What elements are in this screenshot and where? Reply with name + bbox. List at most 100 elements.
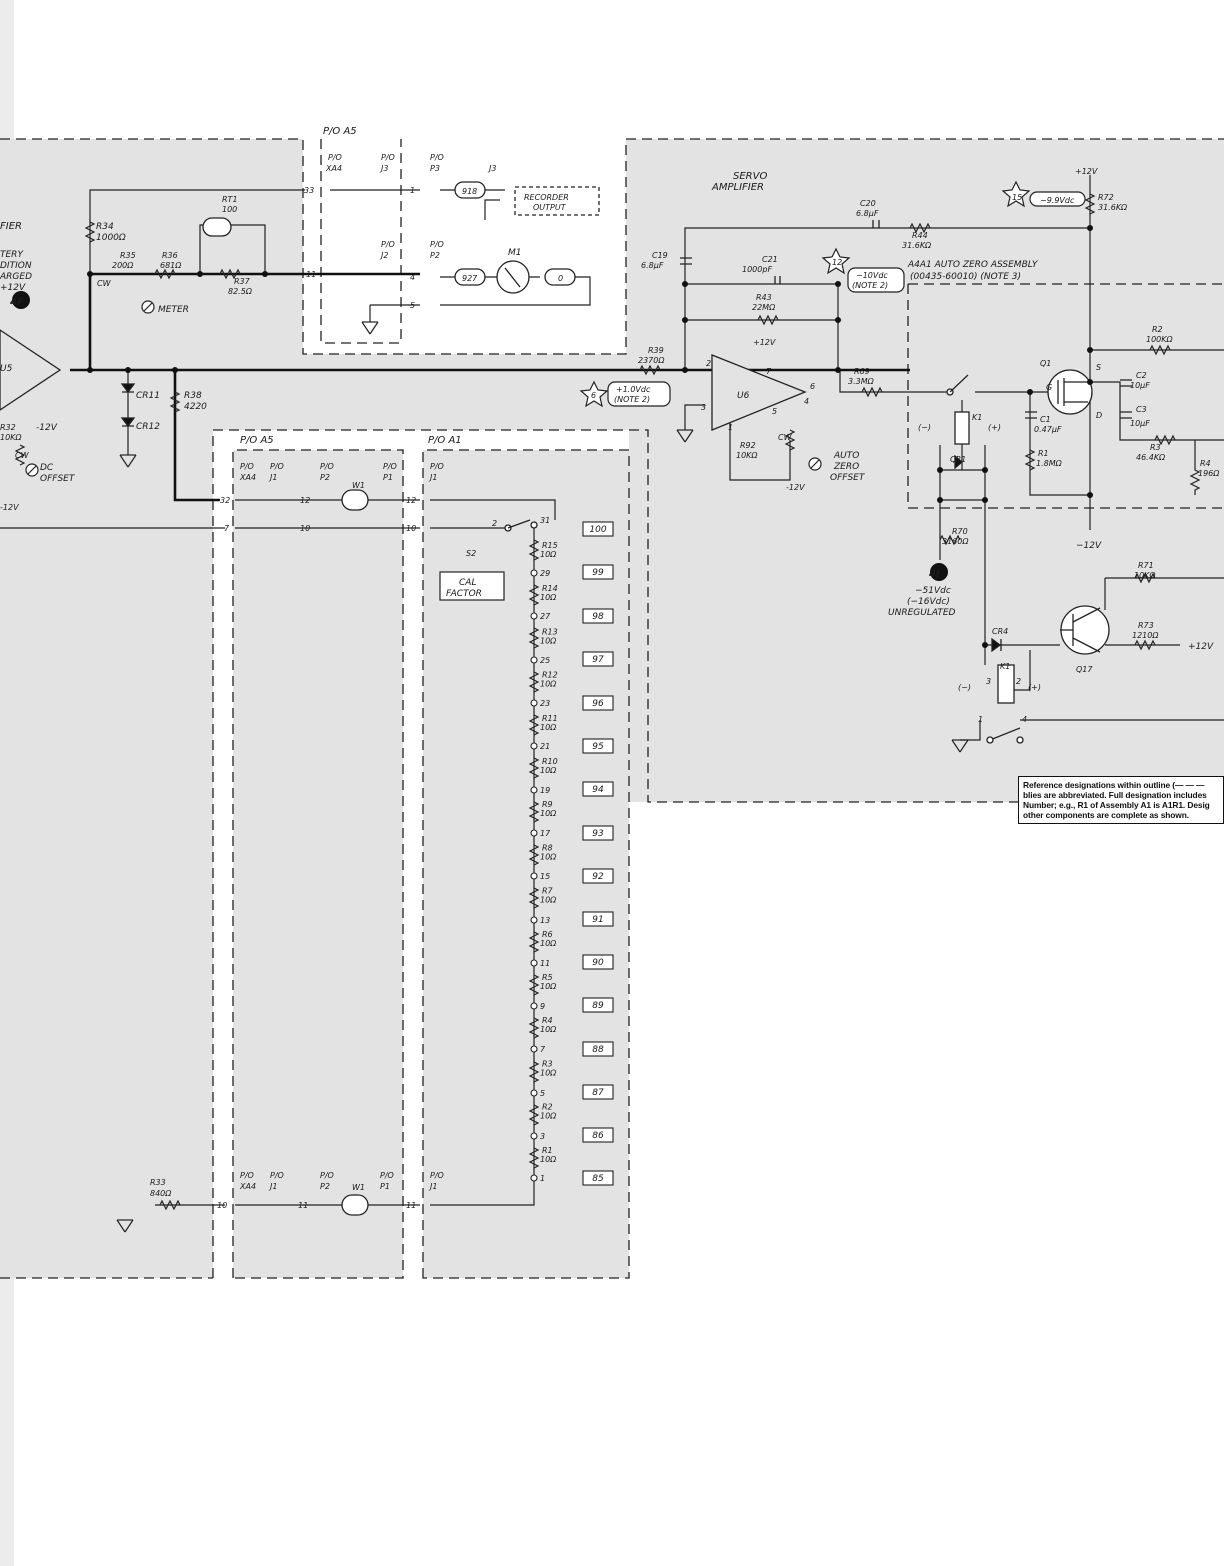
svg-text:200Ω: 200Ω bbox=[112, 261, 134, 270]
svg-text:10μF: 10μF bbox=[1130, 419, 1150, 428]
svg-text:(00435-60010) (NOTE 3): (00435-60010) (NOTE 3) bbox=[910, 272, 1021, 282]
svg-text:−9.9Vdc: −9.9Vdc bbox=[1040, 196, 1075, 205]
svg-text:2: 2 bbox=[492, 519, 497, 528]
svg-text:DITION: DITION bbox=[0, 261, 32, 271]
svg-text:XA4: XA4 bbox=[325, 164, 342, 173]
svg-text:7: 7 bbox=[224, 524, 230, 533]
svg-text:CR12: CR12 bbox=[136, 422, 160, 432]
svg-text:100KΩ: 100KΩ bbox=[1146, 335, 1174, 344]
ladder-resistor-r8: R8 bbox=[542, 843, 553, 852]
svg-text:1000Ω: 1000Ω bbox=[96, 233, 126, 243]
a4a1-title: A4A1 AUTO ZERO ASSEMBLY bbox=[907, 260, 1039, 270]
ladder-resistor-value: 10Ω bbox=[540, 636, 557, 645]
ladder-resistor-r13: R13 bbox=[542, 627, 558, 636]
cal-factor-93: 93 bbox=[592, 829, 604, 839]
auto-zero-offset-label: AUTO bbox=[833, 451, 859, 461]
cal-factor-92: 92 bbox=[592, 872, 604, 882]
svg-text:CW: CW bbox=[15, 451, 30, 460]
svg-text:27: 27 bbox=[540, 612, 551, 621]
svg-text:C3: C3 bbox=[1136, 405, 1147, 414]
ladder-resistor-r7: R7 bbox=[542, 887, 554, 896]
ladder-resistor-value: 10Ω bbox=[540, 550, 557, 559]
svg-text:+12V: +12V bbox=[0, 283, 26, 293]
svg-text:681Ω: 681Ω bbox=[160, 261, 182, 270]
assembly-a5-top: P/O A5 bbox=[323, 126, 357, 137]
svg-text:P/O: P/O bbox=[383, 462, 397, 471]
svg-text:12: 12 bbox=[300, 496, 310, 505]
svg-text:10: 10 bbox=[300, 524, 310, 533]
cal-factor-98: 98 bbox=[592, 612, 604, 622]
assembly-a1: P/O A1 bbox=[428, 435, 462, 446]
ladder-resistor-value: 10Ω bbox=[540, 680, 557, 689]
ladder-resistor-r11: R11 bbox=[542, 714, 558, 723]
svg-text:4J: 4J bbox=[928, 569, 940, 580]
svg-text:1: 1 bbox=[540, 1174, 545, 1183]
svg-text:CR1: CR1 bbox=[950, 455, 966, 464]
svg-text:25: 25 bbox=[540, 656, 550, 665]
svg-text:R72: R72 bbox=[1098, 193, 1114, 202]
svg-text:R32: R32 bbox=[0, 423, 16, 432]
svg-text:3.3MΩ: 3.3MΩ bbox=[848, 377, 875, 386]
svg-text:1210Ω: 1210Ω bbox=[1132, 631, 1159, 640]
svg-text:1: 1 bbox=[728, 423, 733, 432]
svg-text:FACTOR: FACTOR bbox=[446, 589, 482, 599]
svg-text:46.4KΩ: 46.4KΩ bbox=[1136, 453, 1166, 462]
svg-text:5: 5 bbox=[540, 1089, 545, 1098]
svg-text:-12V: -12V bbox=[36, 423, 58, 433]
ladder-resistor-r4: R4 bbox=[542, 1016, 553, 1025]
svg-text:S2: S2 bbox=[466, 549, 476, 558]
svg-text:M1: M1 bbox=[508, 248, 522, 258]
svg-text:C2: C2 bbox=[1136, 371, 1147, 380]
svg-text:P/O: P/O bbox=[381, 240, 395, 249]
svg-text:840Ω: 840Ω bbox=[150, 1189, 172, 1198]
svg-text:J3: J3 bbox=[487, 164, 496, 173]
meter-m1 bbox=[496, 260, 530, 294]
svg-text:4: 4 bbox=[1022, 715, 1027, 724]
svg-text:J1: J1 bbox=[268, 1182, 277, 1191]
cal-factor-86: 86 bbox=[592, 1131, 604, 1141]
svg-text:J3: J3 bbox=[379, 164, 388, 173]
svg-text:J1: J1 bbox=[428, 1182, 437, 1191]
svg-text:J2: J2 bbox=[379, 251, 388, 260]
svg-text:OUTPUT: OUTPUT bbox=[533, 203, 567, 212]
svg-text:S: S bbox=[1096, 363, 1101, 372]
adjustment-knobs bbox=[25, 300, 822, 477]
svg-text:XA4: XA4 bbox=[239, 1182, 256, 1191]
op-amp-u5 bbox=[0, 329, 62, 411]
ladder-resistor-value: 10Ω bbox=[540, 852, 557, 861]
svg-text:23: 23 bbox=[540, 699, 550, 708]
svg-text:P/O: P/O bbox=[380, 1171, 394, 1180]
svg-text:6: 6 bbox=[810, 382, 815, 391]
cal-factor-label: CAL bbox=[459, 578, 476, 588]
svg-text:3: 3 bbox=[540, 1132, 545, 1141]
svg-text:R34: R34 bbox=[96, 222, 114, 232]
svg-text:R36: R36 bbox=[162, 251, 178, 260]
cal-ladder-taps bbox=[530, 569, 538, 1182]
cal-factor-85: 85 bbox=[592, 1174, 604, 1184]
svg-text:CW: CW bbox=[778, 433, 793, 442]
ladder-resistor-value: 10Ω bbox=[540, 1155, 557, 1164]
svg-text:2: 2 bbox=[706, 359, 711, 368]
svg-text:U6: U6 bbox=[737, 391, 750, 401]
svg-text:19: 19 bbox=[540, 786, 550, 795]
svg-text:196Ω: 196Ω bbox=[1198, 469, 1220, 478]
svg-text:RT1: RT1 bbox=[222, 195, 238, 204]
svg-text:P/O: P/O bbox=[240, 462, 254, 471]
svg-text:K1: K1 bbox=[972, 413, 982, 422]
svg-text:CW: CW bbox=[97, 279, 112, 288]
svg-text:W1: W1 bbox=[352, 481, 365, 490]
svg-text:(+): (+) bbox=[988, 423, 1001, 432]
ladder-resistor-value: 10Ω bbox=[540, 939, 557, 948]
svg-text:4220: 4220 bbox=[184, 402, 207, 412]
cal-factor-91: 91 bbox=[592, 915, 603, 925]
svg-text:XA4: XA4 bbox=[239, 473, 256, 482]
svg-text:10KΩ: 10KΩ bbox=[736, 451, 758, 460]
svg-text:P/O: P/O bbox=[381, 153, 395, 162]
svg-text:100: 100 bbox=[222, 205, 237, 214]
ladder-resistor-value: 10Ω bbox=[540, 593, 557, 602]
svg-text:R38: R38 bbox=[184, 391, 202, 401]
svg-text:33: 33 bbox=[304, 186, 314, 195]
svg-text:6.8μF: 6.8μF bbox=[856, 209, 879, 218]
svg-text:R92: R92 bbox=[740, 441, 756, 450]
